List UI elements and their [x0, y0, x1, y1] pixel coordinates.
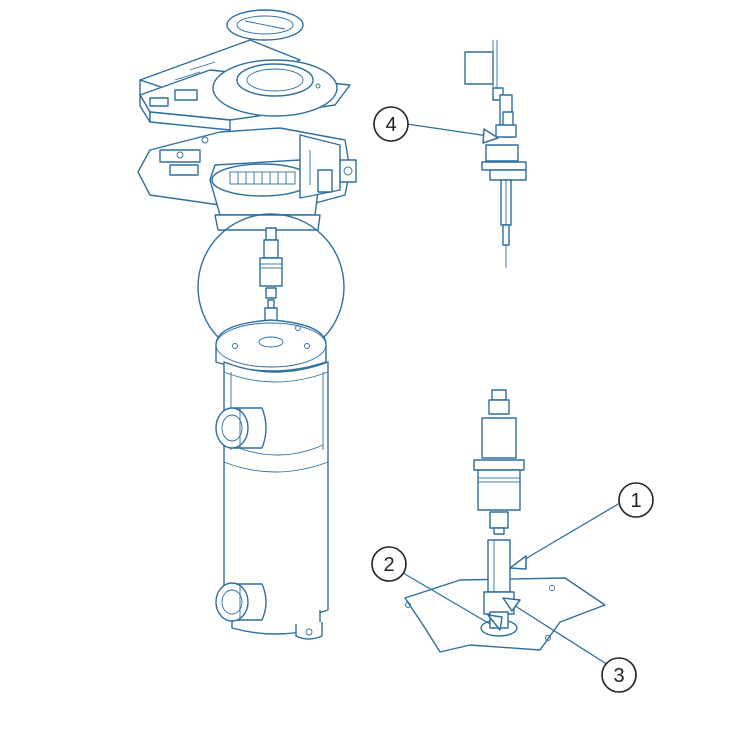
riser-pipe-detail	[404, 389, 606, 653]
callout-2: 2	[371, 546, 407, 582]
callout-leaders	[397, 123, 621, 671]
callout-3-label: 3	[613, 665, 624, 687]
arrowhead-3	[502, 597, 521, 612]
callout-2-label: 2	[383, 554, 394, 576]
arrowhead-1	[509, 555, 527, 570]
arrowhead-2	[487, 614, 503, 631]
probe-detail	[464, 40, 527, 268]
lower-outlet-port	[215, 582, 267, 622]
upper-cover-plate	[139, 59, 351, 131]
main-assembly	[137, 9, 357, 640]
arrowhead-4	[482, 128, 499, 144]
callout-4: 4	[373, 106, 409, 142]
callout-1: 1	[618, 482, 654, 518]
control-head-housing	[137, 127, 357, 231]
tank-top-dome	[215, 319, 327, 372]
callout-1-label: 1	[630, 490, 641, 512]
callout-4-label: 4	[385, 114, 396, 136]
upper-inlet-port	[215, 407, 267, 449]
callout-3: 3	[601, 657, 637, 693]
